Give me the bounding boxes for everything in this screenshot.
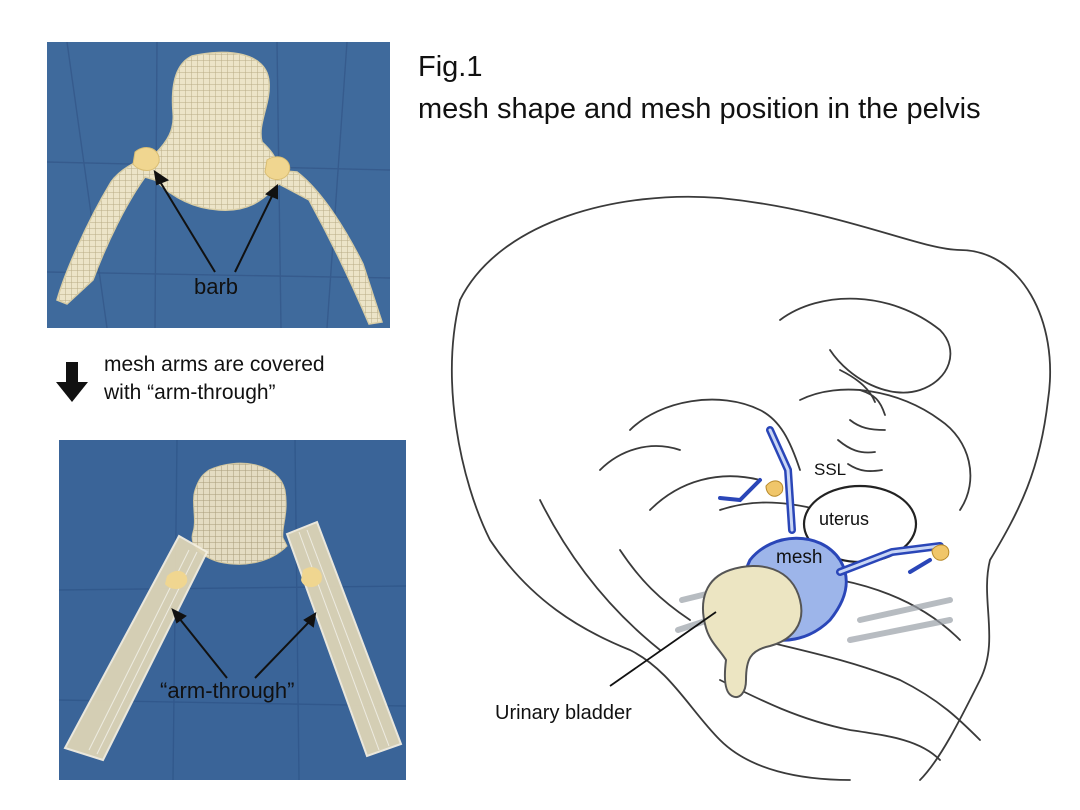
uterus-label: uterus (819, 509, 870, 529)
bladder-label: Urinary bladder (495, 702, 632, 724)
arm-through-label: “arm-through” (160, 678, 295, 703)
pelvis-drawing (451, 195, 1052, 781)
figure-title: Fig.1 (418, 51, 483, 83)
barb-right-covered-icon (301, 567, 322, 588)
barb-left-covered-icon (165, 570, 188, 589)
drawing-barb-right-icon (931, 544, 950, 561)
figure-subtitle: mesh shape and mesh position in the pelv… (418, 93, 981, 125)
barb-label: barb (194, 274, 239, 299)
transition-note-line1: mesh arms are covered (104, 353, 325, 376)
barb-left-icon (132, 147, 160, 171)
arm-through-sleeve-left (63, 534, 209, 762)
barb-right-icon (264, 156, 291, 180)
down-arrow-icon (56, 362, 88, 402)
pelvis-outline (459, 195, 1052, 781)
mesh-photo-bottom (59, 440, 406, 780)
drawing-barb-left-icon (765, 480, 784, 497)
mesh-photo-top (47, 42, 390, 328)
mesh-label: mesh (776, 547, 823, 568)
bladder-shape (702, 565, 803, 698)
ssl-label: SSL (814, 460, 847, 479)
mesh-head (191, 462, 288, 565)
transition-note-line2: with “arm-through” (104, 381, 276, 404)
